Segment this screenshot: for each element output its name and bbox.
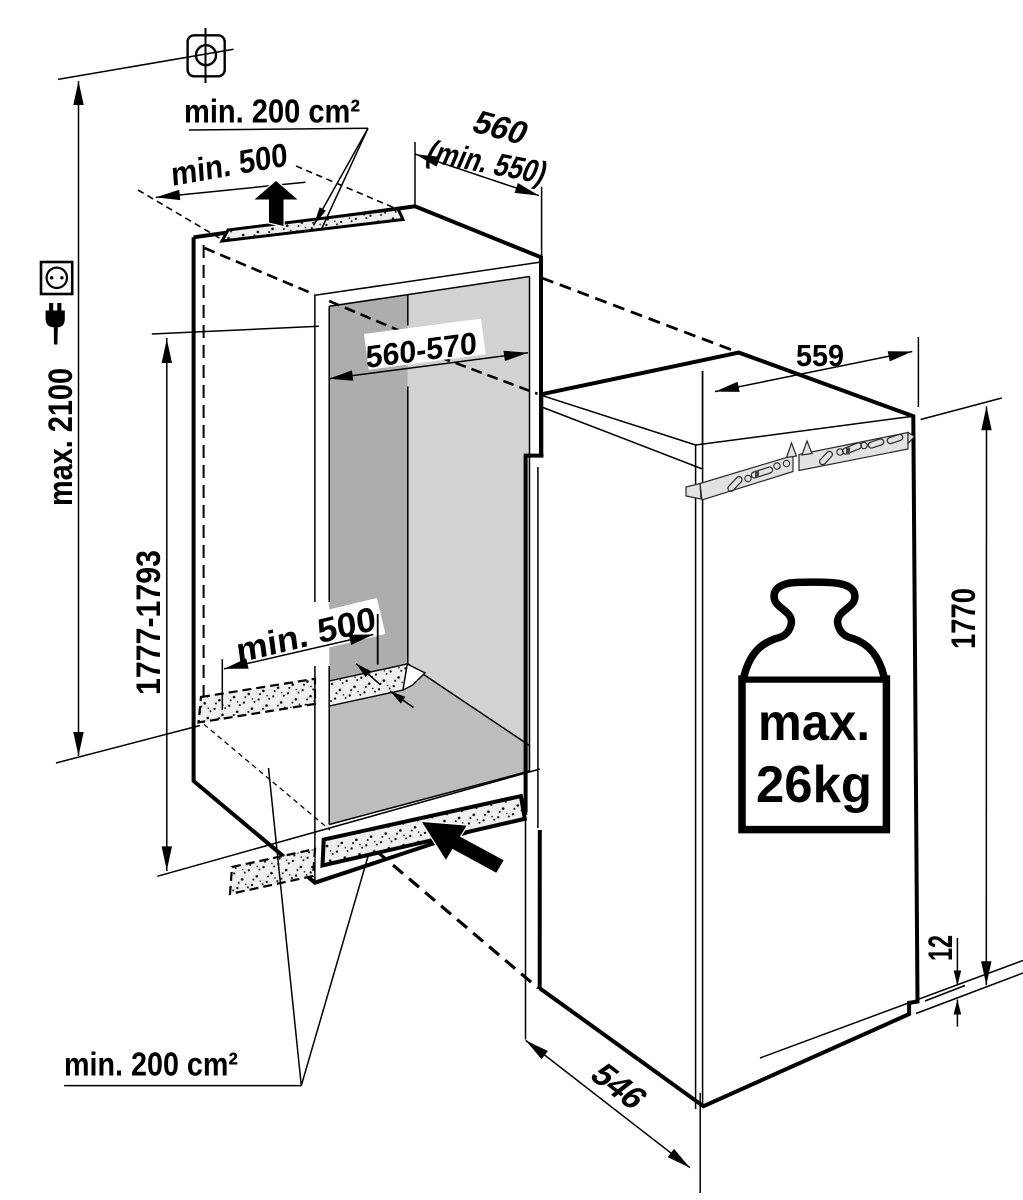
svg-text:min. 200 cm²: min. 200 cm² <box>184 93 360 130</box>
svg-text:1777-1793: 1777-1793 <box>130 550 168 695</box>
svg-text:26kg: 26kg <box>756 756 872 814</box>
svg-text:559: 559 <box>796 338 844 373</box>
svg-text:max. 2100: max. 2100 <box>42 368 80 506</box>
svg-text:max.: max. <box>758 694 870 752</box>
svg-text:1770: 1770 <box>945 588 983 649</box>
svg-text:min. 200 cm²: min. 200 cm² <box>64 1045 238 1082</box>
svg-text:12: 12 <box>922 935 960 961</box>
